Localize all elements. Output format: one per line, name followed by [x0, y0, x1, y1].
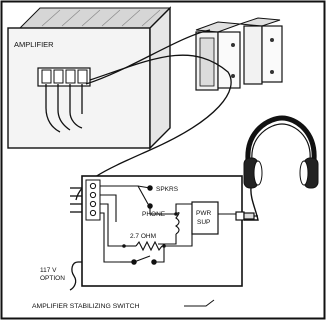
- headphone-jack: [235, 211, 258, 221]
- spkrs-label: SPKRS: [156, 186, 179, 193]
- speakers: [195, 17, 283, 91]
- power-supply-box: [191, 201, 219, 235]
- amplifier-label: AMPLIFIER: [14, 40, 54, 49]
- switch-box: [81, 175, 251, 287]
- phone-label: PHONE: [142, 211, 166, 218]
- headphones: [243, 115, 319, 221]
- option-voltage-label: 117 V: [40, 267, 57, 274]
- wiring: [45, 29, 232, 291]
- amplifier-unit: [7, 6, 172, 150]
- resistor-label: 2.7 OHM: [130, 233, 156, 240]
- option-label: OPTION: [40, 275, 65, 282]
- stabilizing-switch-pointer: [184, 299, 215, 307]
- stabilizing-switch-label: AMPLIFIER STABILIZING SWITCH: [32, 303, 140, 310]
- pwr-label: PWR: [196, 210, 211, 217]
- sup-label: SUP: [197, 219, 210, 226]
- switch-box-terminal-strip: [85, 179, 101, 221]
